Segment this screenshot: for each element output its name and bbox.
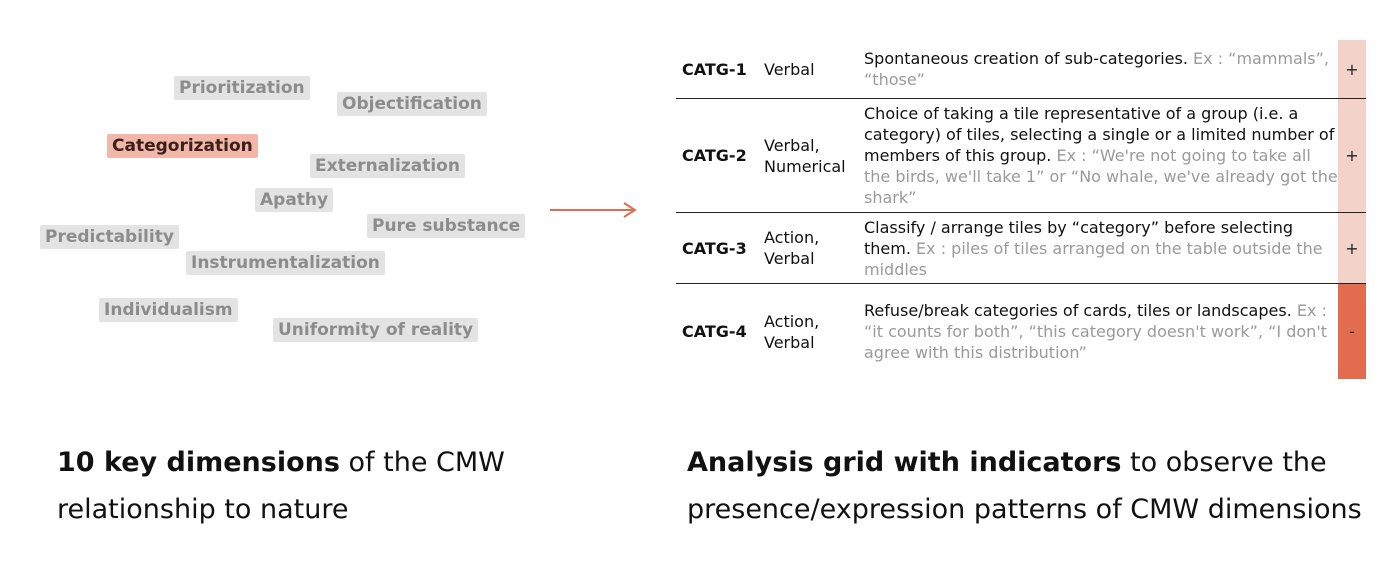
row-code: CATG-4 (682, 322, 747, 341)
analysis-grid: CATG-1 Verbal Spontaneous creation of su… (676, 40, 1366, 379)
indicator-positive: + (1338, 99, 1366, 212)
row-type: Verbal (764, 59, 815, 79)
row-description: Refuse/break categories of cards, tiles … (864, 294, 1338, 369)
dimension-tag-objectification: Objectification (337, 92, 487, 116)
caption-text: of the CMW relationship to nature (57, 447, 505, 525)
dimension-tag-pure-substance: Pure substance (367, 214, 526, 238)
dimension-tag-uniformity-of-reality: Uniformity of reality (273, 318, 479, 342)
caption-bold: Analysis grid with indicators (687, 447, 1122, 478)
description-example: Ex : “it counts for both”, “this categor… (864, 301, 1327, 362)
dimension-tag-categorization: Categorization (107, 134, 258, 158)
dimension-tag-predictability: Predictability (40, 225, 179, 249)
indicator-negative: - (1338, 284, 1366, 379)
row-code: CATG-1 (682, 59, 747, 79)
grid-row-catg-2: CATG-2 Verbal, Numerical Choice of takin… (676, 99, 1366, 213)
dimension-tag-prioritization: Prioritization (174, 76, 310, 100)
row-description: Choice of taking a tile representative o… (864, 97, 1338, 214)
row-code: CATG-3 (682, 238, 747, 258)
row-code: CATG-2 (682, 146, 747, 165)
description-example: Ex : piles of tiles arranged on the tabl… (864, 238, 1323, 279)
row-type: Action, Verbal (764, 228, 820, 268)
indicator-positive: + (1338, 213, 1366, 283)
grid-row-catg-4: CATG-4 Action, Verbal Refuse/break categ… (676, 284, 1366, 379)
indicator-positive: + (1338, 40, 1366, 98)
dimension-tag-instrumentalization: Instrumentalization (186, 251, 385, 275)
description-example: Ex : “mammals”, “those” (864, 49, 1329, 89)
caption-analysis-grid: Analysis grid with indicators to observe… (687, 439, 1387, 533)
dimension-tag-apathy: Apathy (255, 188, 334, 212)
caption-text: to observe the presence/expression patte… (687, 447, 1362, 525)
description-example: Ex : “We're not going to take all the bi… (864, 146, 1338, 207)
dimension-tag-externalization: Externalization (310, 154, 465, 178)
row-type: Verbal, Numerical (764, 135, 846, 176)
description-text: Refuse/break categories of cards, tiles … (864, 301, 1292, 320)
description-text: Choice of taking a tile representative o… (864, 104, 1335, 165)
caption-dimensions: 10 key dimensions of the CMW relationshi… (57, 439, 517, 533)
row-description: Spontaneous creation of sub-categories. … (864, 42, 1338, 96)
row-type: Action, Verbal (764, 311, 820, 352)
arrow-right-icon (550, 202, 637, 218)
row-description: Classify / arrange tiles by “category” b… (864, 211, 1338, 286)
description-text: Classify / arrange tiles by “category” b… (864, 217, 1294, 258)
description-text: Spontaneous creation of sub-categories. (864, 49, 1188, 68)
dimension-tag-individualism: Individualism (99, 298, 238, 322)
grid-row-catg-1: CATG-1 Verbal Spontaneous creation of su… (676, 40, 1366, 99)
grid-row-catg-3: CATG-3 Action, Verbal Classify / arrange… (676, 213, 1366, 284)
caption-bold: 10 key dimensions (57, 447, 340, 478)
